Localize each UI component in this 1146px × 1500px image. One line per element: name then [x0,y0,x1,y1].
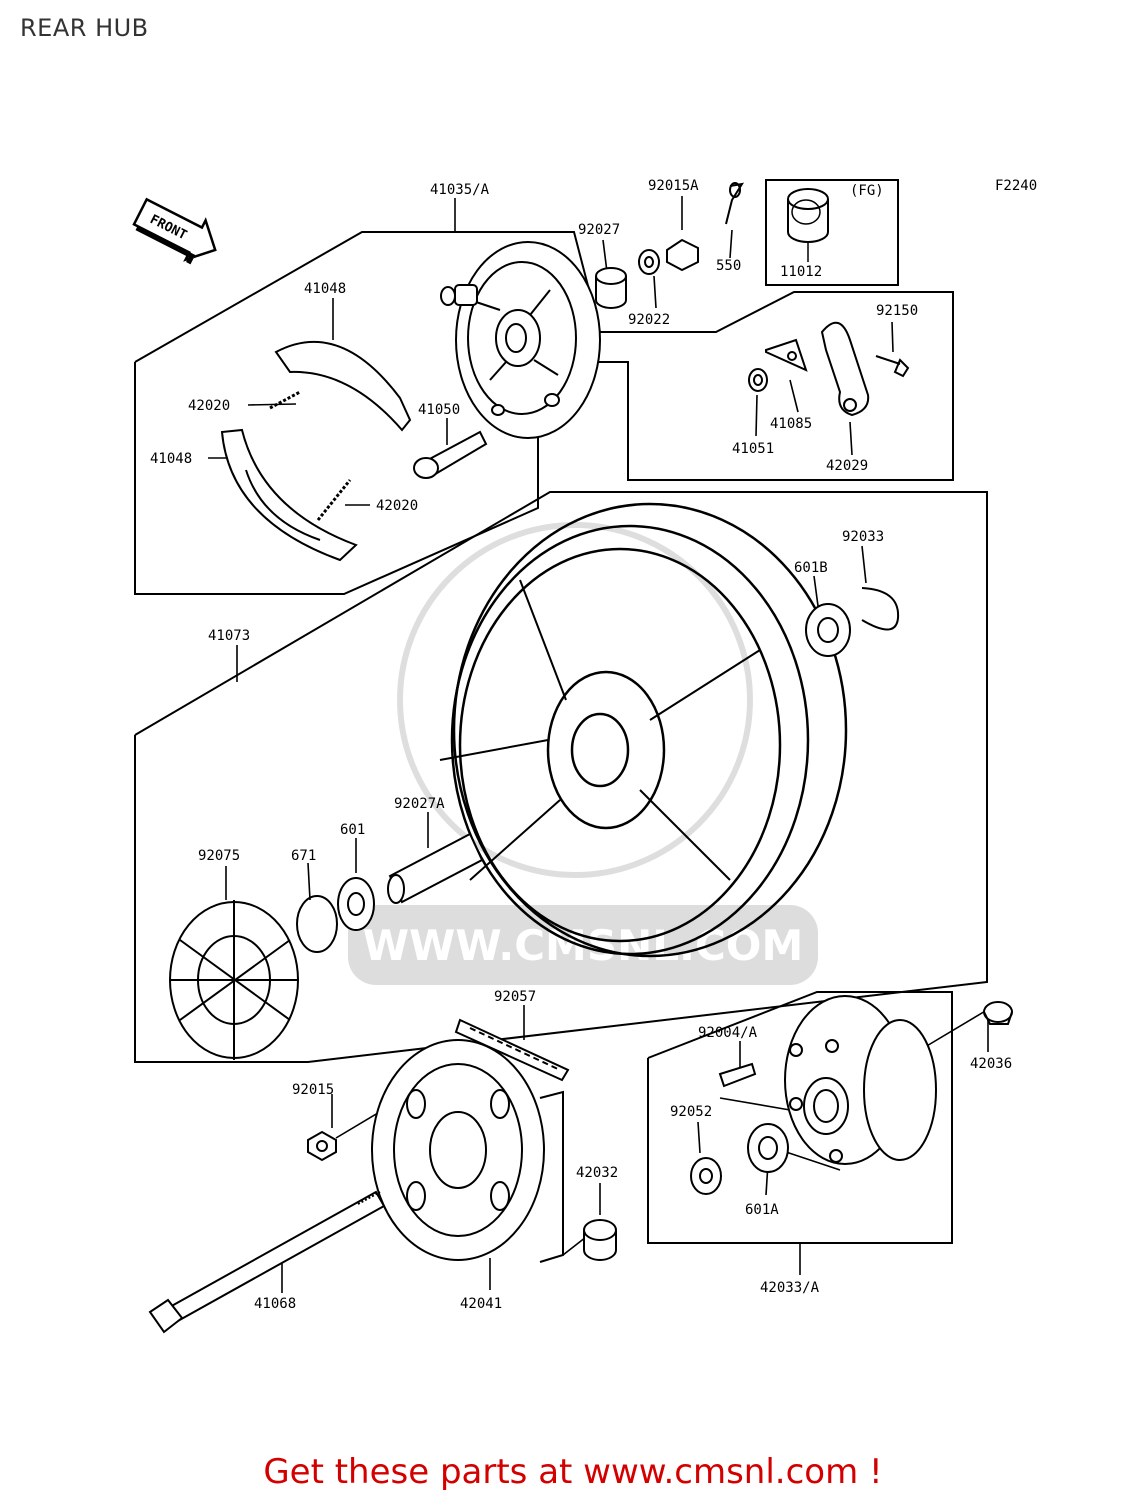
brake-cam [413,430,488,479]
part-label-41035A: 41035/A [430,182,490,198]
small-parts-top [595,182,910,417]
part-label-601B: 601B [794,560,828,576]
sprocket-nut [307,1130,337,1162]
brake-panel [440,241,601,439]
part-label-92052: 92052 [670,1104,712,1120]
part-label-41050: 41050 [418,402,460,418]
part-label-41048-bottom: 41048 [150,451,192,467]
part-label-92015: 92015 [292,1082,334,1098]
part-label-41073: 41073 [208,628,250,644]
leader-lines [208,196,993,1293]
front-arrow-icon: FRONT [132,197,217,265]
sprocket [371,1039,545,1261]
part-label-42033A: 42033/A [760,1280,820,1296]
part-label-92150: 92150 [876,303,918,319]
part-label-601: 601 [340,822,365,838]
part-label-42041: 42041 [460,1296,502,1312]
part-label-92075: 92075 [198,848,240,864]
part-label-671: 671 [291,848,316,864]
part-label-41051: 41051 [732,441,774,457]
part-label-42032: 42032 [576,1165,618,1181]
part-label-42020-top: 42020 [188,398,230,414]
rear-axle [148,1190,386,1334]
chain [454,1018,570,1082]
part-label-92015A: 92015A [648,178,699,194]
exploded-parts-diagram: WWW.CMSNL.COM F2240 FRONT (FG) [132,178,1037,1334]
part-label-92033: 92033 [842,529,884,545]
part-label-92027: 92027 [578,222,620,238]
sprocket-carrier [718,995,937,1165]
brake-shoes [220,340,412,562]
part-label-92057: 92057 [494,989,536,1005]
part-label-41068: 41068 [254,1296,296,1312]
group-outlines [134,231,988,1263]
page-title: REAR HUB [20,14,149,42]
part-label-41048-top: 41048 [304,281,346,297]
part-label-92004A: 92004/A [698,1025,758,1041]
wheel-rim [439,502,848,958]
fg-note: (FG) [850,183,884,199]
part-label-42029: 42029 [826,458,868,474]
part-label-92027A: 92027A [394,796,445,812]
fg-box: (FG) [765,179,899,286]
part-label-92022: 92022 [628,312,670,328]
part-label-601A: 601A [745,1202,779,1218]
bearings [296,587,1013,1261]
part-labels: 41035/A 92015A 92027 550 11012 92022 410… [150,178,1012,1312]
diagram-code: F2240 [995,178,1037,194]
hub-damper [169,900,299,1060]
part-label-550: 550 [716,258,741,274]
part-label-41085: 41085 [770,416,812,432]
part-label-42036: 42036 [970,1056,1012,1072]
part-label-42020-bottom: 42020 [376,498,418,514]
part-label-11012: 11012 [780,264,822,280]
watermark: WWW.CMSNL.COM [348,522,818,985]
footer-link[interactable]: Get these parts at www.cmsnl.com ! [263,1452,883,1492]
